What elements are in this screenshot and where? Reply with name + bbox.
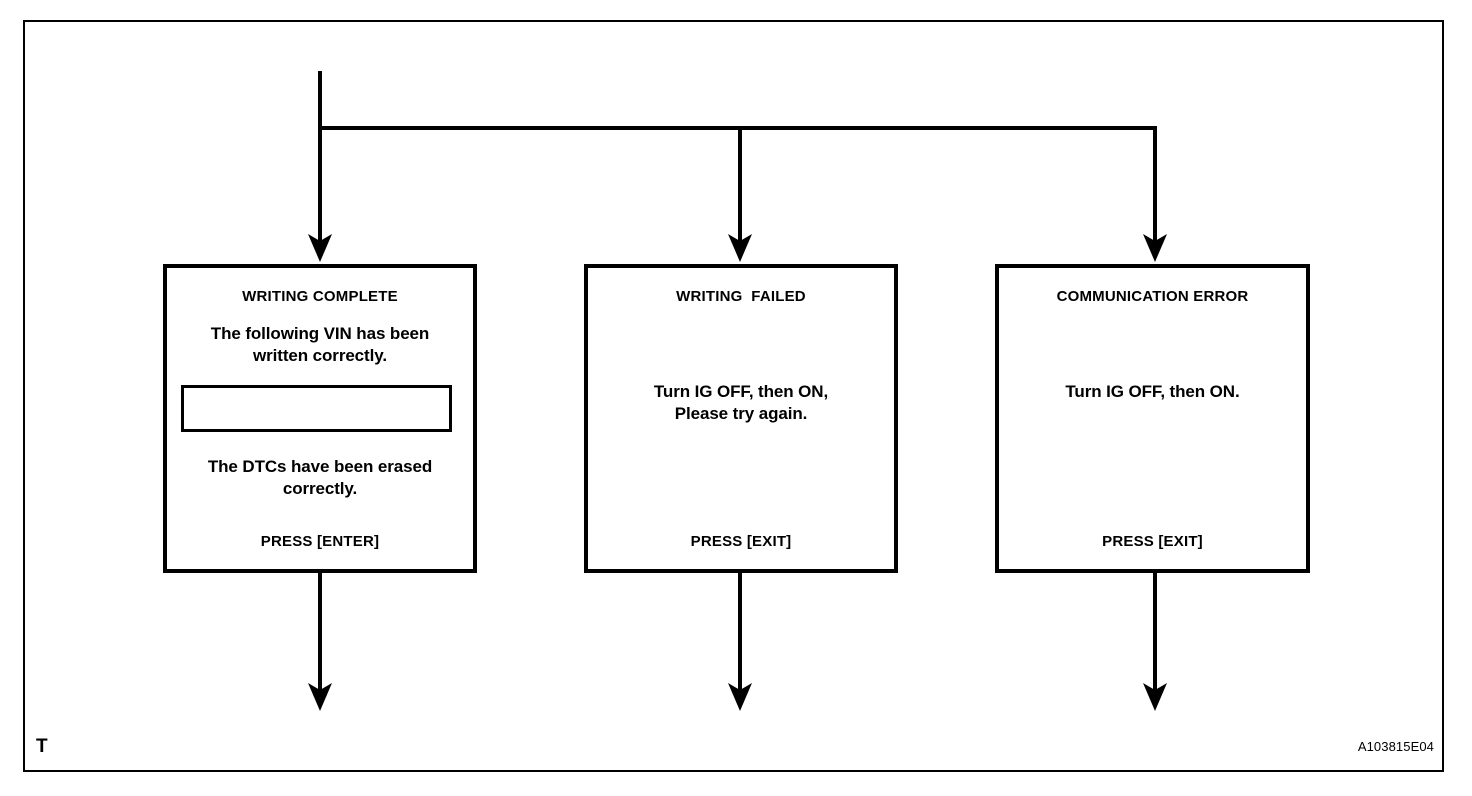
- figure-code: A103815E04: [1357, 739, 1434, 754]
- screen-title: WRITING FAILED: [676, 288, 806, 305]
- screen-writing-failed: WRITING FAILED Turn IG OFF, then ON, Ple…: [584, 264, 898, 573]
- page-marker: T: [36, 736, 48, 757]
- screen-title: WRITING COMPLETE: [242, 288, 398, 305]
- screen-title: COMMUNICATION ERROR: [1056, 288, 1249, 305]
- vin-written-message: The following VIN has been written corre…: [210, 323, 430, 365]
- screen-footer-press-enter[interactable]: PRESS [ENTER]: [260, 533, 380, 550]
- screen-writing-complete: WRITING COMPLETE The following VIN has b…: [163, 264, 477, 573]
- communication-error-message: Turn IG OFF, then ON.: [1065, 382, 1240, 401]
- screen-communication-error: COMMUNICATION ERROR Turn IG OFF, then ON…: [995, 264, 1310, 573]
- screen-footer-press-exit[interactable]: PRESS [EXIT]: [690, 533, 792, 550]
- vin-input-field[interactable]: [181, 385, 452, 432]
- dtc-erased-message: The DTCs have been erased correctly.: [207, 457, 433, 499]
- writing-failed-message: Turn IG OFF, then ON, Please try again.: [653, 382, 829, 424]
- screen-footer-press-exit[interactable]: PRESS [EXIT]: [1102, 533, 1203, 550]
